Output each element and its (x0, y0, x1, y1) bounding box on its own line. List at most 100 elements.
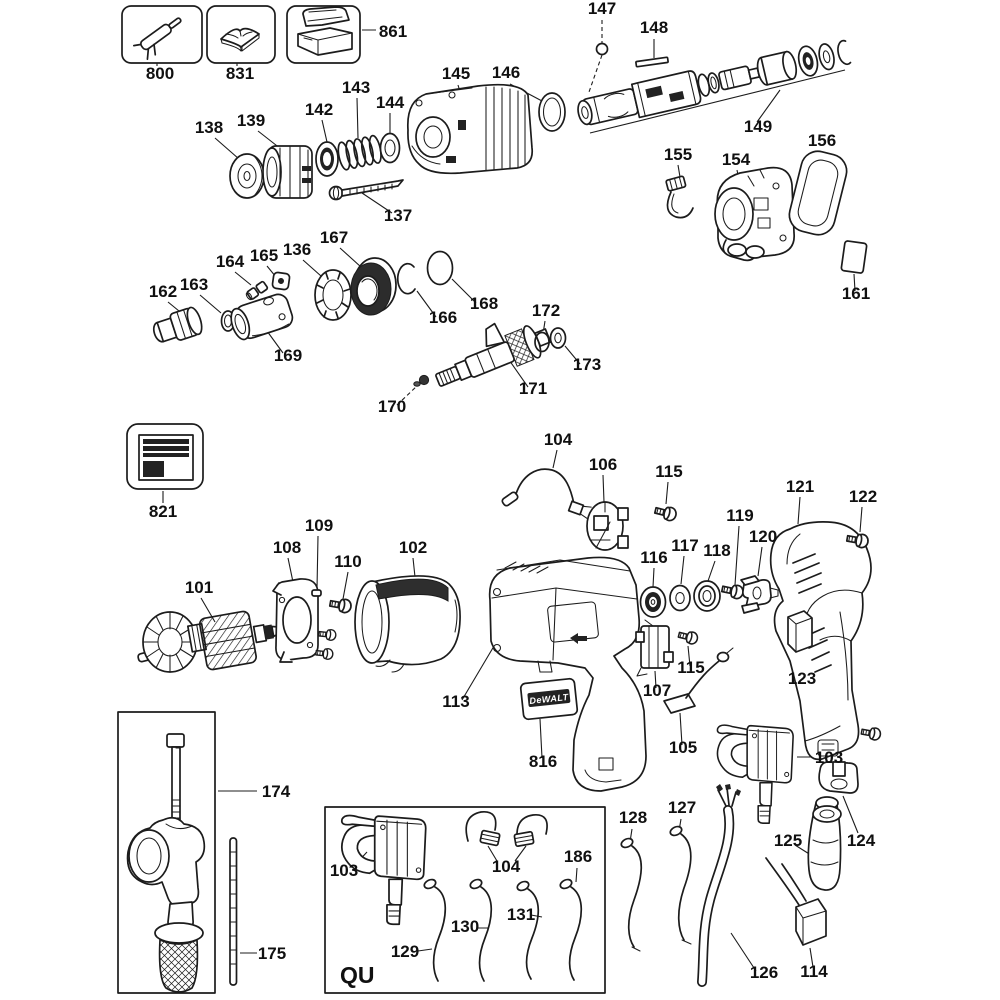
cord-protector-125 (807, 796, 842, 891)
baffle-108 (272, 578, 319, 663)
part-label-154: 154 (722, 150, 751, 169)
part-label-118: 118 (703, 541, 730, 560)
bearing-138 (229, 153, 265, 199)
gear-bearing-167 (350, 257, 397, 316)
nameplate-821 (126, 423, 204, 490)
motor-housing-113 (488, 556, 647, 792)
part-label-175: 175 (258, 944, 286, 963)
cam-ring-136 (314, 269, 352, 321)
part-label-128: 128 (619, 808, 647, 827)
lead-wire-128 (620, 837, 643, 952)
part-label-164: 164 (216, 252, 245, 271)
handle-cover-121 (769, 521, 872, 761)
part-label-109: 109 (305, 516, 333, 535)
part-label-122: 122 (849, 487, 877, 506)
part-label-115a: 115 (655, 462, 682, 481)
ring-118 (693, 580, 721, 612)
qu-kit-box: QU (324, 806, 606, 994)
part-label-139: 139 (237, 111, 265, 130)
bearing-116 (639, 586, 667, 618)
part-label-115b: 115 (677, 658, 704, 677)
rollers-164 (245, 280, 269, 301)
part-label-816: 816 (529, 752, 557, 771)
ring-146 (538, 92, 566, 132)
bracket-120 (740, 575, 779, 614)
part-label-119: 119 (726, 506, 753, 525)
kit-box-831 (206, 5, 276, 64)
spindle-assembly-149 (577, 39, 852, 126)
part-label-169: 169 (274, 346, 302, 365)
part-label-148: 148 (640, 18, 668, 37)
lead-wire-127 (669, 825, 692, 945)
part-label-126: 126 (750, 963, 778, 982)
part-label-861: 861 (379, 22, 407, 41)
part-label-125: 125 (774, 831, 802, 850)
part-label-130: 130 (451, 917, 479, 936)
snap-ring-166 (396, 262, 416, 295)
shaft-171 (435, 322, 552, 387)
screw-119 (720, 581, 746, 601)
part-label-107: 107 (643, 681, 671, 700)
part-label-173: 173 (573, 355, 601, 374)
nut-165 (271, 271, 291, 291)
part-label-120: 120 (749, 527, 777, 546)
part-label-821: 821 (149, 502, 177, 521)
depth-rod-175 (229, 837, 238, 986)
block-123 (787, 610, 813, 653)
washer-142 (315, 141, 339, 177)
part-label-142: 142 (305, 100, 333, 119)
plug-114 (765, 857, 827, 946)
part-label-163: 163 (180, 275, 208, 294)
lead-wire-129 (423, 878, 447, 982)
bracket-line-149 (589, 69, 846, 134)
spring-clip-155 (665, 175, 694, 219)
part-label-110: 110 (334, 552, 361, 571)
part-label-123: 123 (788, 669, 816, 688)
washer-144 (379, 132, 401, 164)
part-label-108: 108 (273, 538, 301, 557)
part-label-116: 116 (640, 548, 667, 567)
washer-173 (549, 327, 567, 349)
part-label-167: 167 (320, 228, 348, 247)
part-label-103a: 103 (815, 748, 843, 767)
part-label-146: 146 (492, 63, 520, 82)
part-label-144: 144 (376, 93, 405, 112)
field-102 (354, 575, 461, 673)
coupler-162 (152, 306, 203, 343)
part-label-117: 117 (671, 536, 698, 555)
toolbox-icon (297, 6, 353, 56)
part-label-138: 138 (195, 118, 223, 137)
screw-110 (328, 596, 353, 615)
part-label-131: 131 (507, 905, 535, 924)
part-label-165: 165 (250, 246, 278, 265)
screw-137 (328, 179, 404, 201)
screw-115a (652, 503, 679, 523)
part-label-172: 172 (532, 301, 560, 320)
part-label-156: 156 (808, 131, 836, 150)
part-label-105: 105 (669, 738, 697, 757)
brand-text: DeWALT (529, 692, 570, 706)
part-label-186: 186 (564, 847, 592, 866)
part-label-143: 143 (342, 78, 370, 97)
steel-ball-147 (595, 42, 609, 56)
part-label-170: 170 (378, 397, 406, 416)
cylinder-169 (230, 293, 294, 341)
part-label-168: 168 (470, 294, 498, 313)
washer-172 (534, 331, 550, 353)
washer-117 (669, 584, 691, 612)
part-label-149: 149 (744, 117, 772, 136)
gear-cover-154 (714, 166, 795, 262)
lead-wire-105 (663, 647, 734, 714)
nut-170 (413, 374, 430, 387)
part-label-155: 155 (664, 145, 692, 164)
screw-115b (676, 628, 700, 646)
o-ring-168 (426, 250, 454, 286)
kit-box-861 (286, 5, 361, 64)
gasket-156 (788, 150, 848, 236)
part-label-104a: 104 (544, 430, 573, 449)
lead-wire-130 (469, 878, 493, 982)
brush-holder-107 (635, 619, 674, 677)
kit-box-800 (121, 5, 203, 64)
part-label-145: 145 (442, 64, 470, 83)
